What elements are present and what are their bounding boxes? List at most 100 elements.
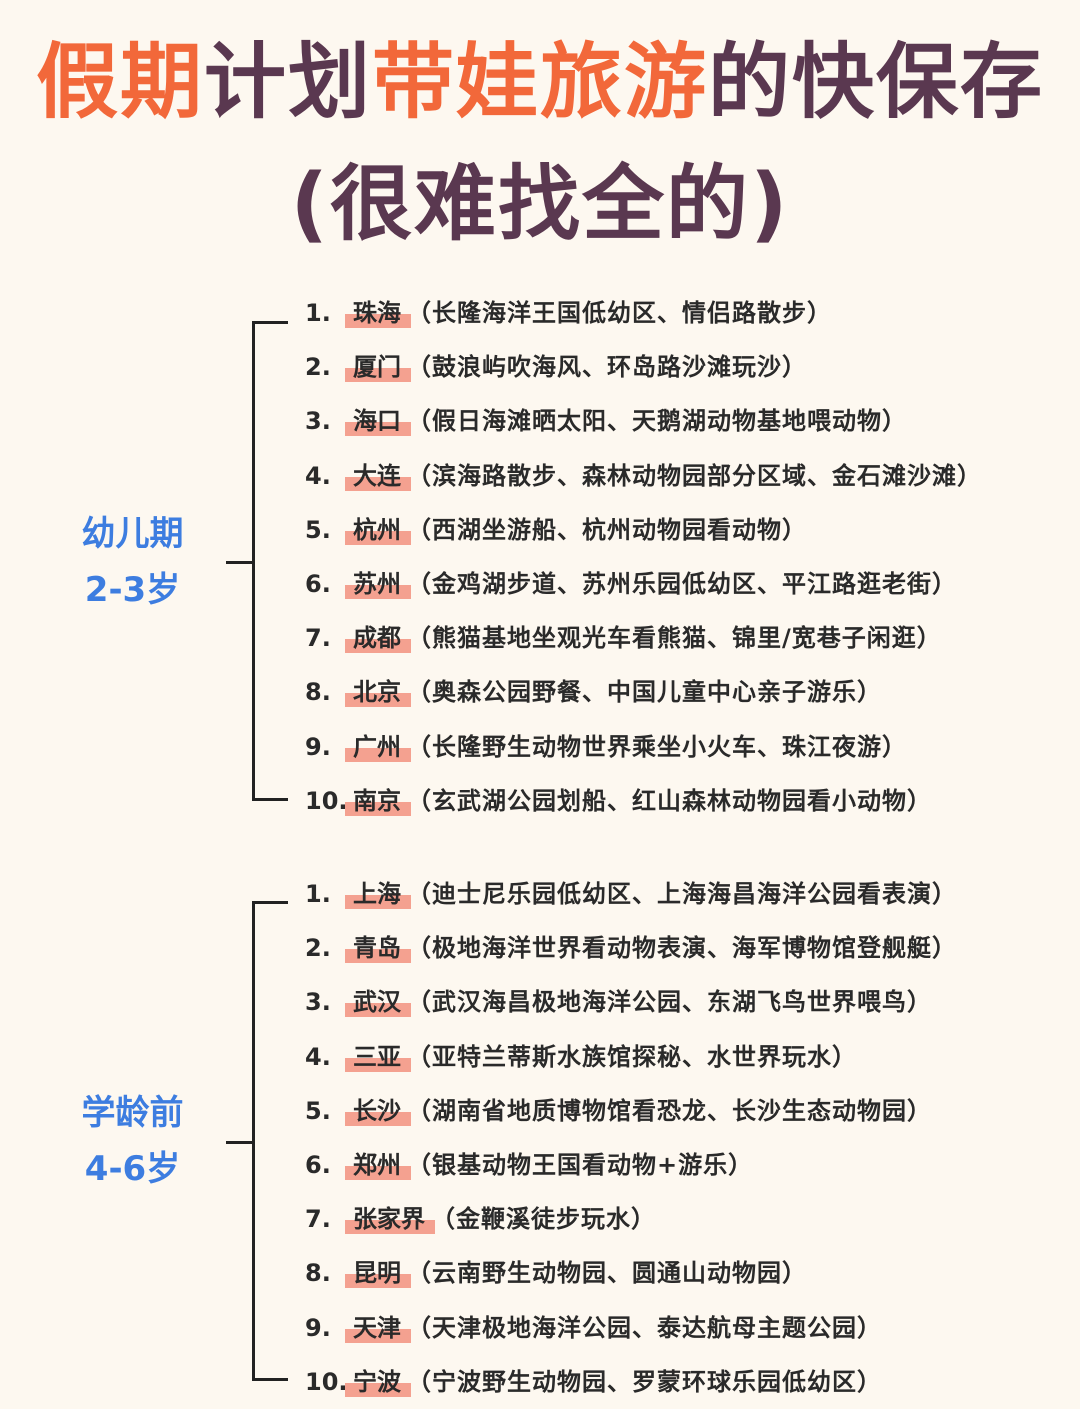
item-number: 3. <box>305 988 331 1017</box>
age-label-name: 学龄前 <box>81 1093 184 1133</box>
list-item: 6. 郑州（银基动物王国看动物+游乐） <box>305 1138 957 1192</box>
city-list-toddler: 1. 珠海（长隆海洋王国低幼区、情侣路散步） 2. 厦门（鼓浪屿吹海风、环岛路沙滩玩沙… <box>305 286 982 828</box>
city-activities: （金鞭溪徒步玩水） <box>431 1205 656 1234</box>
item-number: 10. <box>305 1367 348 1396</box>
age-label-preschool: 学龄前 4-6岁 <box>60 1085 205 1197</box>
city-name: 厦门 <box>345 340 411 394</box>
city-activities: （西湖坐游船、杭州动物园看动物） <box>407 515 807 544</box>
item-number: 5. <box>305 1096 331 1125</box>
list-item: 10.南京（玄武湖公园划船、红山森林动物园看小动物） <box>305 774 982 828</box>
list-item: 7. 张家界（金鞭溪徒步玩水） <box>305 1192 957 1246</box>
item-number: 1. <box>305 299 331 327</box>
age-label-range: 2-3岁 <box>84 570 181 610</box>
list-item: 8. 北京（奥森公园野餐、中国儿童中心亲子游乐） <box>305 665 982 719</box>
city-name: 上海 <box>345 867 411 921</box>
item-number: 6. <box>305 569 331 598</box>
bracket-stem <box>226 1141 253 1144</box>
item-number: 9. <box>305 1313 331 1342</box>
city-activities: （长隆野生动物世界乘坐小火车、珠江夜游） <box>407 732 907 761</box>
item-number: 3. <box>305 407 331 436</box>
city-name: 张家界 <box>345 1192 435 1246</box>
title-part-plan: 计划 <box>203 35 372 130</box>
list-item: 7. 成都（熊猫基地坐观光车看熊猫、锦里/宽巷子闲逛） <box>305 611 982 665</box>
city-activities: （武汉海昌极地海洋公园、东湖飞鸟世界喂鸟） <box>407 988 932 1017</box>
list-item: 2. 厦门（鼓浪屿吹海风、环岛路沙滩玩沙） <box>305 340 982 394</box>
list-item: 1. 上海（迪士尼乐园低幼区、上海海昌海洋公园看表演） <box>305 867 957 921</box>
title-part-save: 的快保存 <box>708 35 1045 130</box>
city-name: 青岛 <box>345 921 411 975</box>
city-activities: （鼓浪屿吹海风、环岛路沙滩玩沙） <box>407 353 807 382</box>
age-label-toddler: 幼儿期 2-3岁 <box>60 506 205 618</box>
item-number: 5. <box>305 515 331 544</box>
city-activities: （宁波野生动物园、罗蒙环球乐园低幼区） <box>407 1367 882 1396</box>
city-activities: （银基动物王国看动物+游乐） <box>407 1150 754 1179</box>
item-number: 6. <box>305 1150 331 1179</box>
city-activities: （极地海洋世界看动物表演、海军博物馆登舰艇） <box>407 934 957 963</box>
list-item: 5. 杭州（西湖坐游船、杭州动物园看动物） <box>305 503 982 557</box>
city-name: 南京 <box>345 774 411 828</box>
page-subtitle: (很难找全的) <box>290 157 790 252</box>
item-number: 4. <box>305 461 331 490</box>
list-item: 1. 珠海（长隆海洋王国低幼区、情侣路散步） <box>305 286 982 340</box>
title-part-holiday: 假期 <box>35 35 204 130</box>
title-part-travel-with-kids: 带娃旅游 <box>372 35 709 130</box>
city-name: 长沙 <box>345 1084 411 1138</box>
city-activities: （熊猫基地坐观光车看熊猫、锦里/宽巷子闲逛） <box>407 624 942 653</box>
city-name: 广州 <box>345 720 411 774</box>
item-number: 1. <box>305 880 331 908</box>
item-number: 9. <box>305 732 331 761</box>
city-name: 武汉 <box>345 975 411 1029</box>
section-preschool: 学龄前 4-6岁 1.上海（迪士尼乐园低幼区、上海海昌海洋公园看表演）2.青岛（… <box>0 867 1080 1397</box>
city-name: 杭州 <box>345 503 411 557</box>
list-item: 10.宁波（宁波野生动物园、罗蒙环球乐园低幼区） <box>305 1355 957 1409</box>
list-item: 5. 长沙（湖南省地质博物馆看恐龙、长沙生态动物园） <box>305 1084 957 1138</box>
list-item: 9. 天津（天津极地海洋公园、泰达航母主题公园） <box>305 1301 957 1355</box>
city-activities: （湖南省地质博物馆看恐龙、长沙生态动物园） <box>407 1096 932 1125</box>
list-item: 3. 海口（假日海滩晒太阳、天鹅湖动物基地喂动物） <box>305 394 982 448</box>
city-name: 三亚 <box>345 1030 411 1084</box>
item-number: 4. <box>305 1042 331 1071</box>
item-number: 10. <box>305 786 348 815</box>
item-number: 7. <box>305 624 331 653</box>
list-item: 4. 大连（滨海路散步、森林动物园部分区域、金石滩沙滩） <box>305 449 982 503</box>
section-toddler: 幼儿期 2-3岁 1. 珠海（长隆海洋王国低幼区、情侣路散步） 2. 厦门（鼓浪屿吹海… <box>0 286 1080 826</box>
item-number: 8. <box>305 678 331 707</box>
city-activities: （天津极地海洋公园、泰达航母主题公园） <box>407 1313 882 1342</box>
page-title: 假期计划带娃旅游的快保存 <box>0 28 1080 138</box>
city-list-preschool: 1. 上海（迪士尼乐园低幼区、上海海昌海洋公园看表演） 2. 青岛（极地海洋世界看动物… <box>305 867 957 1409</box>
item-number: 2. <box>305 934 331 963</box>
city-name: 珠海 <box>345 286 411 340</box>
city-activities: （玄武湖公园划船、红山森林动物园看小动物） <box>407 786 932 815</box>
item-number: 8. <box>305 1259 331 1288</box>
age-label-range: 4-6岁 <box>84 1149 181 1189</box>
city-name: 郑州 <box>345 1138 411 1192</box>
list-item: 2. 青岛（极地海洋世界看动物表演、海军博物馆登舰艇） <box>305 921 957 975</box>
city-activities: （亚特兰蒂斯水族馆探秘、水世界玩水） <box>407 1042 857 1071</box>
city-name: 苏州 <box>345 557 411 611</box>
bracket <box>252 321 288 801</box>
age-label-name: 幼儿期 <box>81 514 184 554</box>
city-activities: （迪士尼乐园低幼区、上海海昌海洋公园看表演） <box>407 880 957 908</box>
city-name: 昆明 <box>345 1246 411 1300</box>
list-item: 3. 武汉（武汉海昌极地海洋公园、东湖飞鸟世界喂鸟） <box>305 975 957 1029</box>
city-name: 成都 <box>345 611 411 665</box>
list-item: 8. 昆明（云南野生动物园、圆通山动物园） <box>305 1246 957 1300</box>
bracket <box>252 901 288 1381</box>
city-activities: （金鸡湖步道、苏州乐园低幼区、平江路逛老街） <box>407 569 957 598</box>
city-name: 大连 <box>345 449 411 503</box>
city-activities: （云南野生动物园、圆通山动物园） <box>407 1259 807 1288</box>
city-activities: （滨海路散步、森林动物园部分区域、金石滩沙滩） <box>407 461 982 490</box>
city-name: 天津 <box>345 1301 411 1355</box>
list-item: 6. 苏州（金鸡湖步道、苏州乐园低幼区、平江路逛老街） <box>305 557 982 611</box>
list-item: 4. 三亚（亚特兰蒂斯水族馆探秘、水世界玩水） <box>305 1030 957 1084</box>
item-number: 7. <box>305 1205 331 1234</box>
list-item: 9. 广州（长隆野生动物世界乘坐小火车、珠江夜游） <box>305 720 982 774</box>
city-activities: （奥森公园野餐、中国儿童中心亲子游乐） <box>407 678 882 707</box>
city-activities: （假日海滩晒太阳、天鹅湖动物基地喂动物） <box>407 407 907 436</box>
city-name: 海口 <box>345 394 411 448</box>
city-name: 宁波 <box>345 1355 411 1409</box>
item-number: 2. <box>305 353 331 382</box>
bracket-stem <box>226 561 253 564</box>
city-name: 北京 <box>345 665 411 719</box>
city-activities: （长隆海洋王国低幼区、情侣路散步） <box>407 299 832 327</box>
